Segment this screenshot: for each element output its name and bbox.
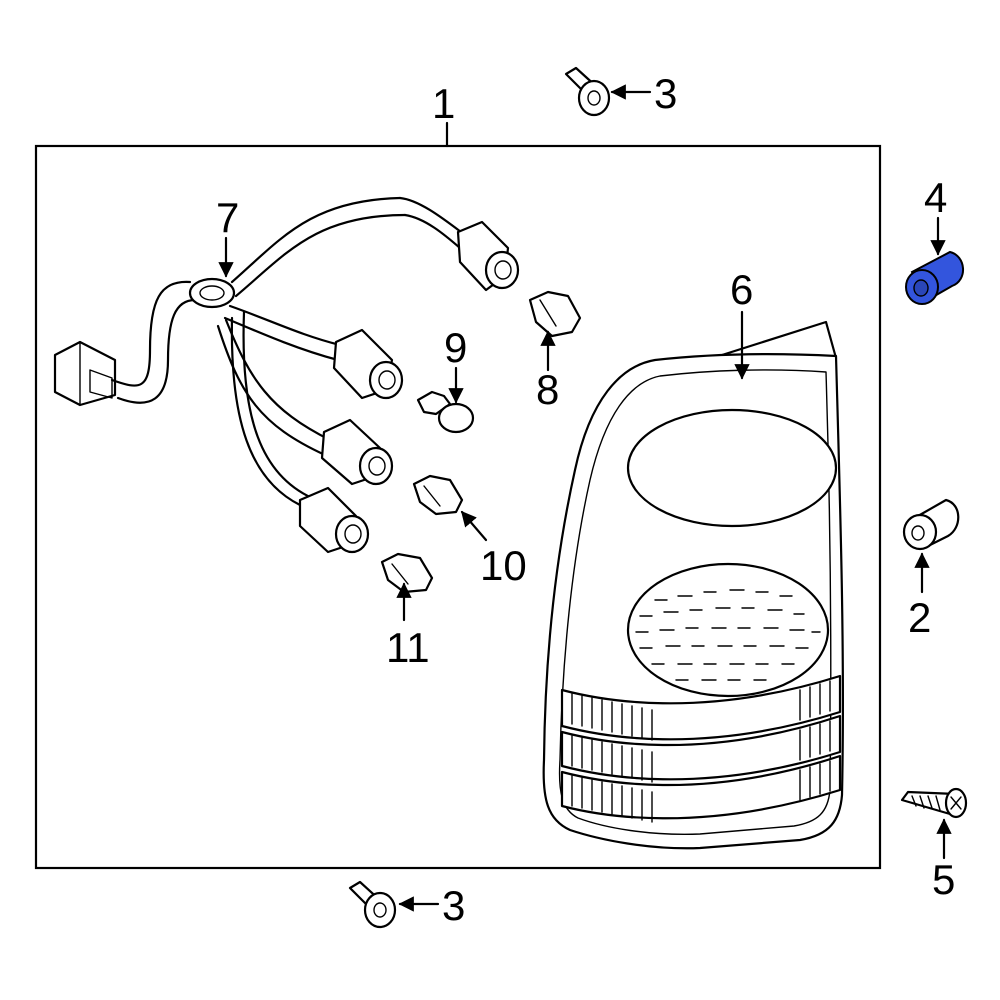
grommet-4 bbox=[905, 250, 964, 305]
wiring-harness bbox=[53, 196, 520, 554]
lens-ribs bbox=[571, 680, 831, 823]
nut-2 bbox=[902, 498, 960, 551]
bulb-11 bbox=[380, 552, 434, 594]
callout-4: 4 bbox=[924, 174, 947, 221]
callout-10: 10 bbox=[480, 542, 527, 589]
bulb-10 bbox=[412, 474, 464, 516]
callout-6: 6 bbox=[730, 266, 753, 313]
callout-3-top: 3 bbox=[654, 70, 677, 117]
leader-arrows bbox=[218, 84, 952, 912]
screw-3-bottom bbox=[348, 880, 397, 929]
bulb-8 bbox=[528, 290, 582, 338]
callout-3-bottom: 3 bbox=[442, 882, 465, 929]
callout-1: 1 bbox=[432, 80, 455, 127]
callout-5: 5 bbox=[932, 856, 955, 903]
bulb-9 bbox=[416, 390, 475, 434]
callout-2: 2 bbox=[908, 594, 931, 641]
callout-9: 9 bbox=[444, 324, 467, 371]
callout-8: 8 bbox=[536, 366, 559, 413]
callout-11: 11 bbox=[386, 624, 430, 671]
lamp-lens bbox=[542, 320, 845, 850]
bolt-5 bbox=[900, 787, 968, 819]
screw-3-top bbox=[564, 66, 611, 117]
callout-7: 7 bbox=[216, 194, 239, 241]
assembly-frame bbox=[34, 144, 882, 870]
